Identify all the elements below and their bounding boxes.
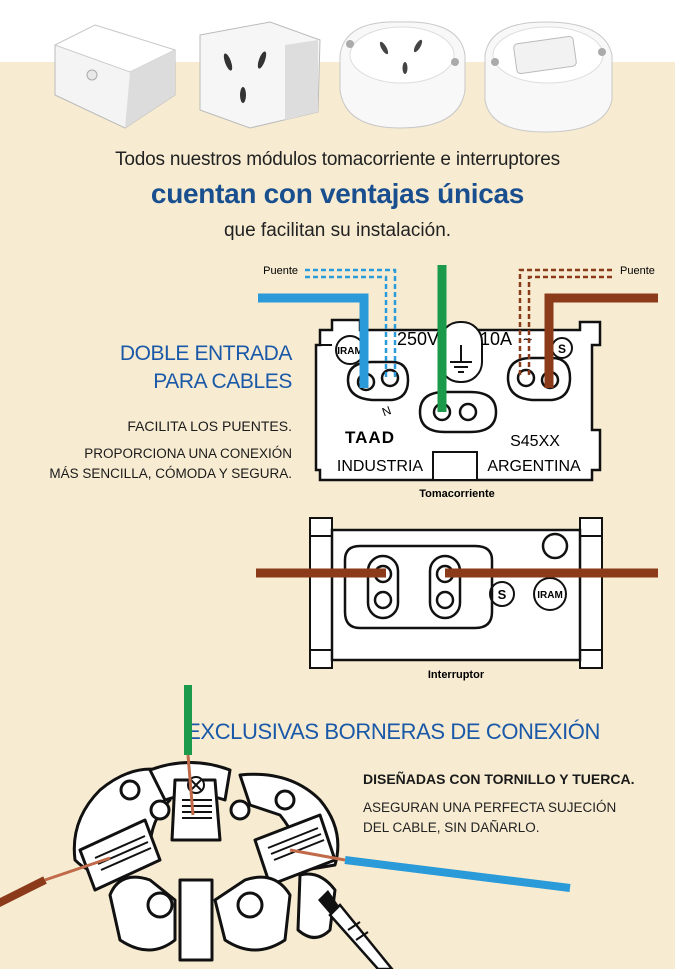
voltage-label: 250V [397, 329, 439, 349]
section2-subtitle: DISEÑADAS CON TORNILLO Y TUERCA. [363, 771, 635, 787]
section1-title: DOBLE ENTRADA PARA CABLES [60, 340, 293, 396]
iram-seal-icon: IRAM [533, 577, 567, 611]
section2-body-line1: ASEGURAN UNA PERFECTA SUJECIÓN [363, 800, 617, 815]
headline-line3: que facilitan su instalación. [223, 220, 452, 241]
wire-brown [544, 293, 658, 388]
switch-diagram: S IRAM Interruptor [256, 517, 658, 681]
model-label: S45XX [510, 433, 560, 450]
switch-caption: Interruptor [428, 669, 485, 681]
puente-blue-outer [305, 268, 397, 378]
outlet-caption: Tomacorriente [419, 488, 495, 500]
module-photo-4 [484, 21, 613, 133]
svg-text:S: S [498, 587, 507, 602]
section1-body-line2: MÁS SENCILLA, CÓMODA Y SEGURA. [49, 466, 292, 481]
screwdriver-icon [318, 890, 394, 969]
wire-blue [258, 293, 369, 388]
module-photo-3 [339, 21, 466, 129]
module-photo-1 [53, 24, 177, 129]
product-photos [53, 21, 613, 133]
puente-blue-inner [305, 275, 388, 378]
brand-logo: TAAD [345, 428, 395, 447]
puente-brown-inner [527, 275, 612, 376]
puente-right-label: Puente [620, 265, 655, 277]
bornera-wire-brown [0, 876, 47, 907]
bornera-wire-blue [344, 856, 571, 892]
section1-body: PROPORCIONA UNA CONEXIÓN MÁS SENCILLA, C… [20, 444, 292, 484]
section2-body-line2: DEL CABLE, SIN DAÑARLO. [363, 820, 540, 835]
section1-body-line1: PROPORCIONA UNA CONEXIÓN [84, 446, 292, 461]
argentina-label: ARGENTINA [487, 458, 581, 475]
puente-left-label: Puente [263, 265, 298, 277]
module-photo-2 [199, 21, 321, 129]
section1-title-line2: PARA CABLES [153, 370, 292, 393]
headline-line2: cuentan con ventajas únicas [150, 178, 525, 209]
svg-text:S: S [558, 342, 566, 356]
section2-title: EXCLUSIVAS BORNERAS DE CONEXIÓN [186, 719, 600, 744]
puente-brown-outer [518, 268, 612, 376]
section1-title-line1: DOBLE ENTRADA [119, 342, 293, 365]
outlet-diagram: IRAM S TAAD 250V 10A ~ N S45XX INDUSTRI [258, 265, 658, 500]
industria-label: INDUSTRIA [337, 458, 424, 475]
section1-subtitle: FACILITA LOS PUENTES. [127, 418, 292, 434]
svg-text:IRAM: IRAM [537, 590, 563, 601]
section2-body: ASEGURAN UNA PERFECTA SUJECIÓN DEL CABLE… [363, 798, 616, 838]
s-mark-icon: S [489, 581, 515, 607]
brand-text: TAAD [345, 428, 395, 447]
svg-text:IRAM: IRAM [337, 346, 363, 357]
current-label: 10A [480, 329, 512, 349]
svg-text:~: ~ [523, 332, 532, 349]
headline-line1: Todos nuestros módulos tomacorriente e i… [115, 149, 560, 170]
